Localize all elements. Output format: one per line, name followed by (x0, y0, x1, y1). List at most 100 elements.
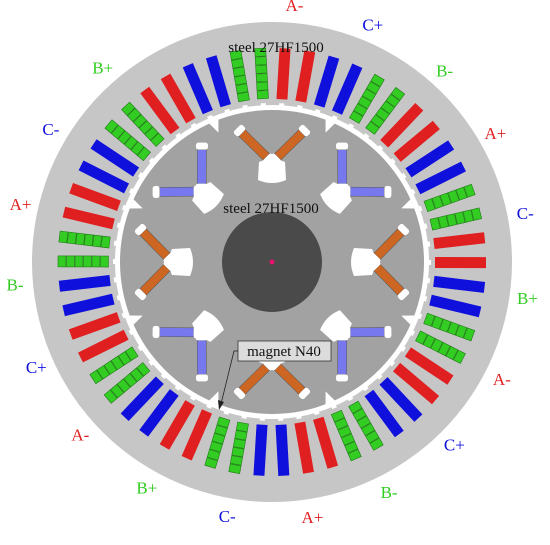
magnet-block (373, 228, 405, 260)
coil-segment-b (58, 230, 69, 244)
coil-segment-b (431, 195, 444, 210)
phase-label: A- (71, 426, 89, 445)
coil-segment-b (228, 463, 242, 474)
flux-barrier (335, 142, 349, 150)
coil-segment-b (92, 234, 103, 248)
rotor-pole (129, 248, 200, 339)
coil-a (404, 347, 454, 385)
coil-c (90, 139, 140, 177)
rotor-hole (192, 182, 224, 214)
coil-segment-b (138, 120, 153, 135)
coil-segment-b (445, 345, 459, 361)
flux-barrier (152, 185, 160, 199)
coil-segment-b (110, 383, 125, 399)
coil-a (393, 120, 440, 162)
coil-segment-b (455, 186, 468, 201)
coil-segment-b (353, 103, 368, 117)
phase-label: C+ (362, 16, 383, 35)
magnet-block (350, 186, 385, 197)
flux-barrier (397, 288, 410, 301)
coil-segment-b (236, 91, 250, 103)
coil-segment-b (123, 373, 138, 388)
coil-c (433, 275, 486, 293)
phase-label: C+ (26, 358, 47, 377)
coil-segment-b (100, 255, 109, 268)
stator-slot (229, 49, 250, 111)
flux-barrier (397, 223, 410, 236)
rotor-hole-shape (258, 159, 286, 183)
coil-segment-b (103, 389, 118, 404)
coil-segment-b (370, 114, 385, 128)
coil-segment-b (256, 90, 269, 100)
magnet-block (337, 149, 348, 184)
coil-segment-b (453, 349, 466, 364)
coil-segment-b (455, 324, 468, 339)
flux-barrier (233, 387, 246, 400)
phase-label: B+ (136, 479, 157, 498)
flux-barrier (270, 153, 281, 165)
coil-segment-b (471, 207, 482, 221)
coil-a (159, 400, 195, 450)
coil-segment-b (369, 437, 384, 451)
coil-segment-b (136, 362, 151, 377)
coil-segment-b (447, 189, 460, 204)
rotor-pole (129, 182, 224, 264)
coil-segment-b (231, 446, 245, 458)
magnet-block (350, 327, 385, 338)
rotor-notch (209, 119, 219, 133)
coil-segment-b (390, 87, 406, 101)
coil-segment-b (380, 100, 395, 115)
flux-barrier (298, 387, 311, 400)
magnet-block (196, 340, 207, 375)
flux-barrier (369, 260, 381, 271)
coil-segment-b (340, 433, 355, 446)
phase-label: B- (381, 483, 398, 502)
coil-segment-b (235, 83, 249, 94)
flux-barrier (384, 185, 392, 199)
coil-segment-b (57, 255, 67, 268)
magnet-callout: magnet N40 (218, 340, 332, 410)
coil-c (331, 63, 363, 115)
coil-segment-b (232, 66, 246, 77)
flux-barrier (335, 374, 349, 382)
coil-segment-b (365, 430, 380, 444)
coil-segment-b (75, 232, 86, 246)
flux-barrier (152, 325, 160, 339)
stator-coils (57, 47, 487, 476)
coil-segment-b (204, 457, 218, 469)
coil-segment-b (366, 81, 381, 95)
coil-segment-b (214, 424, 228, 437)
rotor-notch (401, 315, 415, 325)
rotor-pole (270, 119, 352, 214)
coil-segment-b (463, 327, 476, 342)
coil-segment-b (375, 107, 390, 122)
coil-segment-b (66, 231, 77, 245)
coil-c (429, 294, 482, 318)
coil-segment-b (211, 432, 226, 445)
coil-c (405, 140, 455, 178)
coil-segment-b (385, 93, 401, 108)
coil-a (69, 183, 121, 211)
phase-label: A- (493, 370, 511, 389)
coil-c (58, 274, 111, 292)
coil-segment-b (370, 73, 385, 87)
coil-segment-b (431, 315, 444, 330)
coil-segment-b (129, 367, 144, 382)
coil-a (78, 329, 129, 363)
phase-label: B- (7, 276, 24, 295)
phase-label: A+ (301, 508, 323, 527)
magnet-block (238, 129, 270, 161)
coil-segment-b (349, 110, 364, 124)
coil-segment-b (103, 360, 118, 375)
coil-segment-b (254, 47, 267, 57)
coil-segment-b (104, 119, 119, 134)
coil-segment-b (337, 425, 352, 438)
rotor-hole (320, 310, 352, 342)
coil-segment-b (360, 422, 376, 437)
coil-c (313, 55, 340, 108)
rotor-hole-shape (351, 248, 375, 276)
coil-segment-b (89, 369, 103, 385)
coil-segment-b (415, 330, 428, 345)
coil-segment-b (229, 49, 243, 61)
